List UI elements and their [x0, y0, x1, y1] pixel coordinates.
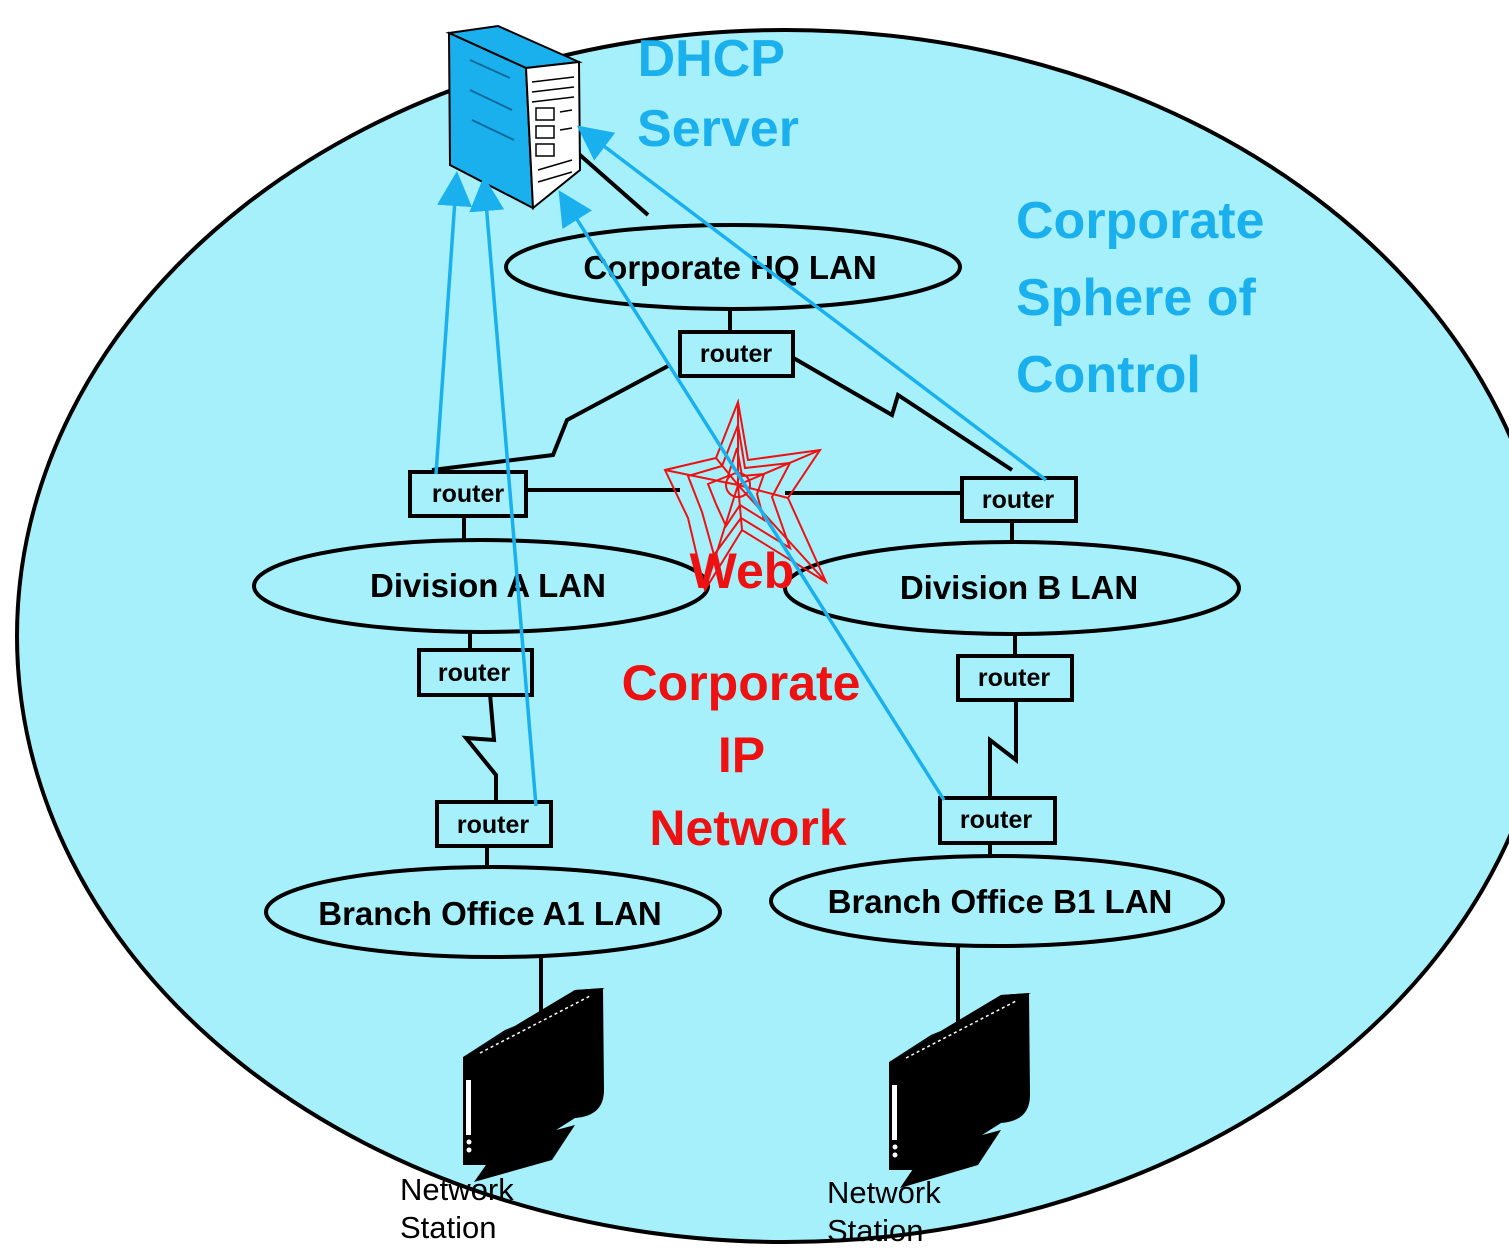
lan-division-a: Division A LAN — [252, 538, 710, 634]
station-b-line2: Station — [827, 1213, 924, 1248]
router-division-b-lower: router — [956, 654, 1074, 702]
router-branch-b1: router — [938, 796, 1057, 845]
dhcp-server-line2: Server — [637, 100, 799, 158]
router-division-a-lower-label: router — [438, 659, 511, 687]
dhcp-arrow-division-a — [434, 171, 473, 475]
dhcp-arrow-branch-b1 — [558, 190, 946, 801]
sphere-line1: Corporate — [1016, 192, 1264, 250]
lan-division-b: Division B LAN — [783, 540, 1241, 636]
router-branch-b1-label: router — [960, 806, 1033, 834]
link-hq-divb — [788, 354, 1014, 472]
sphere-of-control-label: Corporate Sphere of Control — [1016, 192, 1279, 404]
router-division-b-label: router — [982, 486, 1055, 514]
station-b-line1: Network — [827, 1175, 941, 1210]
lan-branch-a1: Branch Office A1 LAN — [264, 865, 722, 959]
sphere-line3: Control — [1016, 346, 1201, 404]
ip-network-line1: Corporate — [622, 655, 861, 711]
station-b-label: Network Station — [827, 1175, 949, 1248]
dhcp-arrow-branch-a1 — [469, 176, 538, 807]
dhcp-server-line1: DHCP — [638, 30, 784, 88]
network-station-icon — [463, 988, 605, 1182]
lan-division-b-label: Division B LAN — [900, 569, 1138, 606]
dhcp-request-arrows — [434, 125, 1048, 807]
router-division-a-label: router — [432, 480, 505, 508]
router-division-b-lower-label: router — [978, 664, 1051, 692]
dhcp-arrow-division-b — [576, 125, 1048, 482]
station-a-line2: Station — [400, 1210, 497, 1245]
router-division-b: router — [960, 476, 1078, 523]
router-branch-a1: router — [435, 800, 553, 848]
lan-hq: Corporate HQ LAN — [504, 223, 962, 311]
web-label: Web — [690, 543, 795, 599]
station-a-line1: Network — [400, 1172, 514, 1207]
link-hq-diva — [431, 364, 669, 472]
lan-hq-label: Corporate HQ LAN — [583, 249, 876, 286]
station-a-label: Network Station — [400, 1172, 522, 1245]
lan-branch-b1: Branch Office B1 LAN — [769, 854, 1225, 948]
router-hq-label: router — [700, 340, 773, 368]
server-tower-icon — [445, 24, 583, 211]
router-division-a-lower: router — [417, 648, 534, 697]
router-division-a: router — [408, 470, 528, 518]
router-hq: router — [678, 330, 795, 378]
lan-branch-a1-label: Branch Office A1 LAN — [318, 895, 662, 932]
corporate-sphere — [15, 28, 1509, 1244]
link-a-lower-branch — [461, 693, 498, 802]
ip-network-line2: IP — [718, 727, 764, 783]
network-station-icon — [889, 993, 1031, 1188]
link-b-lower-branch — [988, 699, 1018, 798]
lan-branch-b1-label: Branch Office B1 LAN — [828, 883, 1173, 920]
router-branch-a1-label: router — [457, 811, 530, 839]
dhcp-server-title: DHCP Server — [637, 30, 799, 158]
corporate-ip-network-label: Corporate IP Network — [622, 655, 875, 856]
sphere-line2: Sphere of — [1016, 269, 1256, 327]
lan-division-a-label: Division A LAN — [370, 567, 606, 604]
ip-network-line3: Network — [649, 800, 846, 856]
